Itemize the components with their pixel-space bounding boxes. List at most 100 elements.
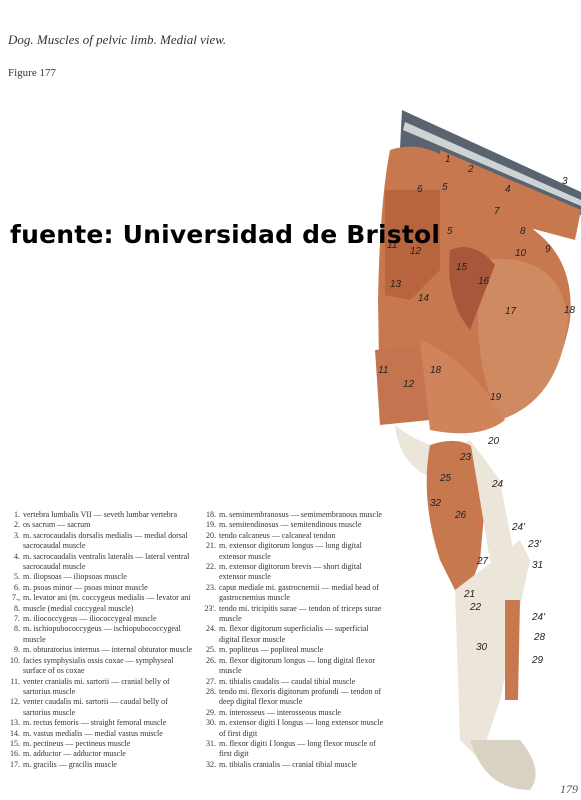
label-23a: 23	[459, 452, 472, 463]
legend-item: 16.m. adductor — adductor muscle	[8, 749, 194, 759]
spine-highlight	[403, 122, 581, 206]
legend-text: m. tibialis caudalis — caudal tibial mus…	[219, 676, 356, 686]
legend-item: 24.m. flexor digitorum superficialis — s…	[204, 624, 388, 645]
legend-number: 19.	[206, 520, 216, 530]
label-12a: 12	[410, 246, 422, 257]
semitendinosus-shape	[420, 340, 505, 434]
legend-number: 14.	[10, 728, 20, 738]
label-4: 4	[505, 184, 511, 195]
legend-text: m. semitendinosus — semitendinous muscle	[219, 520, 362, 530]
legend-text: m. semimembranosus — semimembranous musc…	[219, 510, 382, 519]
label-28: 28	[533, 632, 546, 643]
legend-number: 8.	[14, 624, 20, 634]
legend-text: m. vastus medialis — medial vastus muscl…	[23, 728, 163, 738]
legend-text: m. interosseus — interosseous muscle	[219, 707, 341, 717]
legend-item: 6.m. psoas minor — psoas minor muscle	[8, 583, 194, 593]
legend-text: m. pectineus — pectineus muscle	[23, 738, 131, 748]
legend-number: 13.	[10, 718, 20, 728]
label-26: 26	[454, 510, 467, 521]
legend-item: 26.m. flexor digitorum longus — long dig…	[204, 656, 388, 677]
legend-number: 25.	[206, 645, 216, 655]
legend-text: venter cranialis mi. sartorii — cranial …	[23, 676, 170, 696]
legend-item: 23'.tendo mi. tricipitis surae — tendon …	[204, 604, 388, 625]
legend-item: 11.venter cranialis mi. sartorii — crani…	[8, 677, 194, 698]
legend-text: m. flexor digitorum longus — long digita…	[219, 655, 375, 676]
legend-text: m. extensor digitorum longus — long digi…	[219, 541, 362, 561]
legend-number: 28.	[206, 686, 216, 696]
legend-number: 6.	[14, 582, 20, 592]
legend-number: 31.	[206, 738, 216, 748]
legend-number: 9.	[14, 645, 20, 655]
label-1: 1	[445, 154, 451, 165]
label-12b: 12	[403, 379, 415, 390]
label-20: 20	[487, 436, 500, 447]
label-18a: 18	[564, 305, 576, 316]
legend-text: m. obturatorius internus — internal obtu…	[23, 645, 193, 655]
legend-item: 30.m. extensor digiti I longus — long ex…	[204, 718, 388, 739]
gracilis-shape	[477, 258, 568, 420]
legend-text: m. flexor digitorum superficialis — supe…	[219, 624, 369, 644]
label-6: 6	[417, 184, 423, 195]
legend-text: m. sacrocaudalis ventralis lateralis — l…	[23, 551, 190, 572]
legend-text: m. tibialis cranialis — cranial tibial m…	[219, 759, 357, 769]
legend-item: 15.m. pectineus — pectineus muscle	[8, 739, 194, 749]
label-24a: 24	[491, 479, 504, 490]
legend-number: 10.	[10, 655, 20, 665]
legend-number: 23'.	[204, 603, 216, 613]
legend-item: 21.m. extensor digitorum longus — long d…	[204, 541, 388, 562]
legend-number: 21.	[206, 541, 216, 551]
legend-text: m. extensor digiti I longus — long exten…	[219, 718, 384, 738]
legend-text: m. levator ani (m. coccygeus medialis — …	[23, 593, 191, 613]
legend-number: 7.	[14, 614, 20, 624]
crus-shape	[426, 440, 488, 600]
label-8: 8	[520, 226, 526, 237]
legend-item: 13.m. rectus femoris — straight femoral …	[8, 718, 194, 728]
label-11a: 11	[387, 240, 397, 251]
label-10: 10	[515, 248, 527, 259]
legend-number: 30.	[206, 718, 216, 728]
muscle-illustration: 1 2 3 4 5 5 6 7 8 9 10 11 12 13 14 15 16…	[375, 110, 581, 790]
legend-item: 12.venter caudalis mi. sartorii — caudal…	[8, 697, 194, 718]
legend-text: venter caudalis mi. sartorii — caudal be…	[23, 697, 168, 717]
legend-item: 18.m. semimembranosus — semimembranous m…	[204, 510, 388, 520]
page-title: Dog. Muscles of pelvic limb. Medial view…	[8, 32, 227, 47]
legend-text: m. iliopsoas — iliopsoas muscle	[23, 572, 127, 582]
legend-item: 25.m. popliteus — popliteal muscle	[204, 645, 388, 655]
label-16: 16	[478, 276, 490, 287]
legend-text: m. iliococcygeus — iliococcygeal muscle	[23, 614, 157, 624]
pectineus-shape	[449, 247, 495, 330]
figure-label: Figure 177	[8, 67, 56, 79]
legend-item: 10.facies symphysialis ossis coxae — sym…	[8, 656, 194, 677]
label-18b: 18	[430, 365, 442, 376]
label-24b: 24'	[511, 522, 526, 533]
thigh-lower-shape	[375, 345, 430, 425]
label-19: 19	[490, 392, 502, 403]
legend-number: 27.	[206, 676, 216, 686]
metatarsus-muscle-shape	[505, 600, 520, 700]
legend-number: 16.	[10, 749, 20, 759]
legend-item: 29.m. interosseus — interosseous muscle	[204, 708, 388, 718]
legend-number: 5.	[14, 572, 20, 582]
label-15: 15	[456, 262, 468, 273]
label-23b: 23'	[527, 539, 542, 550]
legend-item: 7., 8.m. levator ani (m. coccygeus media…	[8, 593, 194, 614]
legend-number: 22.	[206, 562, 216, 572]
label-5b: 5	[447, 226, 453, 237]
legend-number: 23.	[206, 582, 216, 592]
label-25: 25	[439, 473, 452, 484]
label-32: 32	[430, 498, 442, 509]
legend-text: m. popliteus — popliteal muscle	[219, 645, 324, 655]
legend-item: 19.m. semitendinosus — semitendinous mus…	[204, 520, 388, 530]
legend-item: 23.caput mediale mi. gastrocnemii — medi…	[204, 583, 388, 604]
legend-text: m. sacrocaudalis dorsalis medialis — med…	[23, 530, 188, 551]
legend-text: m. adductor — adductor muscle	[23, 749, 126, 759]
legend-item: 14.m. vastus medialis — medial vastus mu…	[8, 729, 194, 739]
legend-item: 27.m. tibialis caudalis — caudal tibial …	[204, 677, 388, 687]
label-24c: 24'	[531, 612, 546, 623]
legend-text: m. ischiopubococcygeus — ischiopubococcy…	[23, 624, 181, 644]
legend-number: 20.	[206, 530, 216, 540]
label-22: 22	[469, 602, 482, 613]
metatarsus-shape	[455, 540, 530, 760]
legend-item: 5.m. iliopsoas — iliopsoas muscle	[8, 572, 194, 582]
legend-text: m. rectus femoris — straight femoral mus…	[23, 718, 167, 728]
